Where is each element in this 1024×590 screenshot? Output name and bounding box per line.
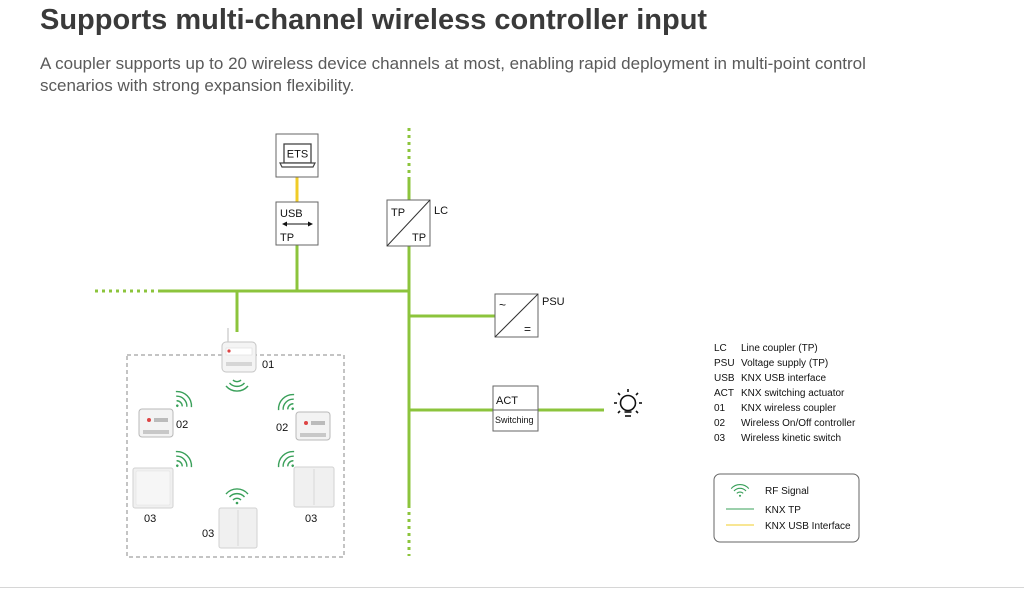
line-coupler-tag: LC xyxy=(434,205,448,217)
page-subtitle: A coupler supports up to 20 wireless dev… xyxy=(40,54,866,95)
coupler-tag: 01 xyxy=(262,359,274,371)
usb-interface-top-label: USB xyxy=(280,208,303,220)
abbr-code: 03 xyxy=(714,433,726,444)
abbr-desc: KNX USB interface xyxy=(741,373,826,384)
abbr-desc: KNX wireless coupler xyxy=(741,403,837,414)
switch-middle-tag: 03 xyxy=(202,528,214,540)
actuator-bottom-label: Switching xyxy=(495,415,534,425)
wireless-controller-icon xyxy=(138,408,174,438)
kinetic-switch-icon xyxy=(293,466,335,508)
abbr-code: 02 xyxy=(714,418,726,429)
line-coupler-box: TP TP xyxy=(386,199,431,247)
psu-box: ~ = xyxy=(494,293,539,338)
abbr-code: USB xyxy=(714,373,735,384)
psu-top-label: ~ xyxy=(499,298,506,312)
switch-left-tag: 03 xyxy=(144,513,156,525)
bidirectional-arrow-icon xyxy=(282,221,313,227)
abbr-code: 01 xyxy=(714,403,726,414)
line-coupler-top-label: TP xyxy=(391,207,405,219)
abbr-desc: Voltage supply (TP) xyxy=(741,358,828,369)
wifi-icon xyxy=(225,379,249,392)
abbr-desc: Wireless On/Off controller xyxy=(741,418,856,429)
wifi-icon xyxy=(225,488,249,505)
abbr-desc: KNX switching actuator xyxy=(741,388,845,399)
abbr-code: LC xyxy=(714,343,727,354)
abbr-desc: Wireless kinetic switch xyxy=(741,433,841,444)
abbr-code: PSU xyxy=(714,358,735,369)
ets-label: ETS xyxy=(287,149,308,161)
switch-right-tag: 03 xyxy=(305,513,317,525)
actuator-box: ACT Switching xyxy=(492,385,539,432)
kinetic-switch-icon xyxy=(132,467,174,509)
line-coupler-bottom-label: TP xyxy=(412,232,426,244)
legend-knx-tp: KNX TP xyxy=(765,505,801,516)
laptop-icon xyxy=(279,143,316,168)
legend-usb-interface: KNX USB Interface xyxy=(765,521,851,532)
actuator-top-label: ACT xyxy=(496,395,518,407)
knx-tp-bus xyxy=(95,128,604,556)
usb-interface-box: USB TP xyxy=(275,201,319,246)
usb-interface-bottom-label: TP xyxy=(280,232,294,244)
abbr-desc: Line coupler (TP) xyxy=(741,343,818,354)
controller-left-tag: 02 xyxy=(176,419,188,431)
legend-rf-signal: RF Signal xyxy=(765,486,809,497)
kinetic-switch-icon xyxy=(218,507,258,549)
abbr-code: ACT xyxy=(714,388,734,399)
psu-bottom-label: = xyxy=(524,322,531,336)
wireless-controller-icon xyxy=(295,411,331,441)
controller-right-tag: 02 xyxy=(276,422,288,434)
ets-box: ETS xyxy=(275,133,319,178)
page-title: Supports multi-channel wireless controll… xyxy=(40,4,708,36)
bulb-icon xyxy=(614,389,642,417)
bottom-divider xyxy=(0,587,1024,588)
wireless-coupler-icon xyxy=(221,328,257,373)
legend-box: RF Signal KNX TP KNX USB Interface xyxy=(713,473,860,543)
psu-tag: PSU xyxy=(542,296,565,308)
abbreviation-list: LC Line coupler (TP) PSU Voltage supply … xyxy=(714,343,856,444)
